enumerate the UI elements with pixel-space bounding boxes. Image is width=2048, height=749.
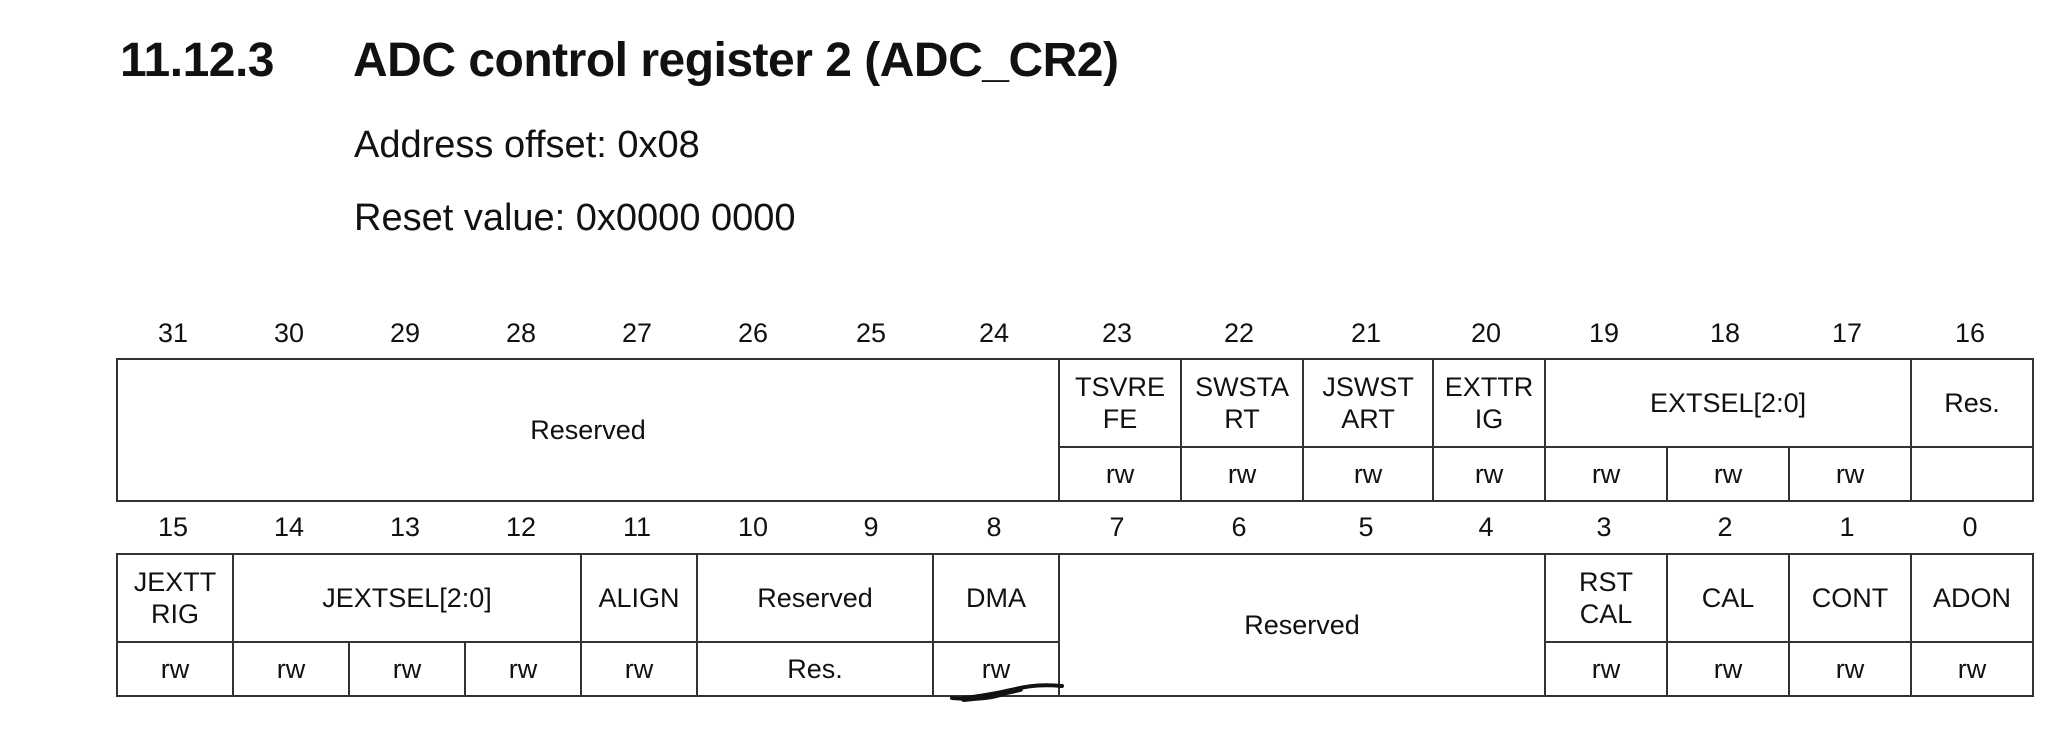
access-extsel-bit18: rw [1666,446,1791,502]
register-lower-half: JEXTT RIG JEXTSEL[2:0] ALIGN Reserved DM… [116,553,2034,697]
section-number: 11.12.3 [120,34,275,87]
pen-scribble-mark [950,683,1064,702]
bit-number: 13 [389,512,421,542]
access-cont: rw [1788,641,1912,697]
bit-number: 28 [505,318,537,348]
access-adon: rw [1910,641,2034,697]
access-extsel-bit19: rw [1544,446,1669,502]
bit-number: 24 [978,318,1010,348]
bit-number: 22 [1223,318,1255,348]
bit-number: 11 [622,512,652,542]
access-jswstart: rw [1302,446,1435,502]
bit-number: 14 [273,512,305,542]
address-offset: Address offset: 0x08 [354,124,700,166]
field-cal: CAL [1666,553,1790,643]
bit-number: 20 [1470,318,1502,348]
field-align: ALIGN [580,553,698,643]
field-reserved-bits10-9: Reserved [696,553,934,643]
access-rstcal: rw [1544,641,1668,697]
access-jexttrig: rw [116,641,234,697]
bit-number: 7 [1109,512,1125,542]
reset-value: Reset value: 0x0000 0000 [354,197,796,239]
access-align: rw [580,641,698,697]
bit-number: 18 [1709,318,1741,348]
bit-number: 17 [1831,318,1863,348]
field-tsvrefe: TSVRE FE [1058,358,1183,448]
bit-number: 8 [986,512,1002,542]
access-cal: rw [1666,641,1790,697]
access-jextsel-bit12: rw [464,641,582,697]
bit-number: 4 [1478,512,1494,542]
bit-number: 6 [1231,512,1247,542]
field-swstart: SWSTA RT [1180,358,1305,448]
bit-number: 27 [621,318,653,348]
field-exttrig: EXTTR IG [1432,358,1547,448]
bit-number: 3 [1596,512,1612,542]
bit-number: 29 [389,318,421,348]
field-rstcal: RST CAL [1544,553,1668,643]
field-res-bit16: Res. [1910,358,2035,448]
bit-number: 15 [157,512,189,542]
bit-number: 23 [1101,318,1133,348]
bit-number: 31 [157,318,189,348]
bit-number: 16 [1954,318,1986,348]
bit-number: 25 [855,318,887,348]
bit-number: 30 [273,318,305,348]
bit-number: 21 [1350,318,1382,348]
bit-number: 12 [505,512,537,542]
bit-number: 1 [1839,512,1855,542]
field-jextsel: JEXTSEL[2:0] [232,553,582,643]
access-reserved-bits10-9: Res. [696,641,934,697]
bit-number: 10 [737,512,769,542]
access-jextsel-bit14: rw [232,641,350,697]
access-jextsel-bit13: rw [348,641,466,697]
field-jexttrig: JEXTT RIG [116,553,234,643]
access-extsel-bit17: rw [1788,446,1913,502]
field-dma: DMA [932,553,1060,643]
field-adon: ADON [1910,553,2034,643]
field-jswstart: JSWST ART [1302,358,1435,448]
bit-number: 9 [863,512,879,542]
bit-number: 26 [737,318,769,348]
bit-number: 5 [1358,512,1374,542]
field-cont: CONT [1788,553,1912,643]
field-reserved-bits7-4: Reserved [1058,553,1546,697]
field-extsel: EXTSEL[2:0] [1544,358,1913,448]
access-swstart: rw [1180,446,1305,502]
access-res-bit16 [1910,446,2035,502]
access-tsvrefe: rw [1058,446,1183,502]
bit-number: 2 [1717,512,1733,542]
register-upper-half: Reserved TSVRE FE SWSTA RT JSWST ART EXT… [115,358,2035,502]
field-reserved-upper: Reserved [115,358,1061,502]
bit-number: 19 [1588,318,1620,348]
section-title: ADC control register 2 (ADC_CR2) [353,34,1119,87]
bit-number: 0 [1962,512,1978,542]
access-exttrig: rw [1432,446,1547,502]
